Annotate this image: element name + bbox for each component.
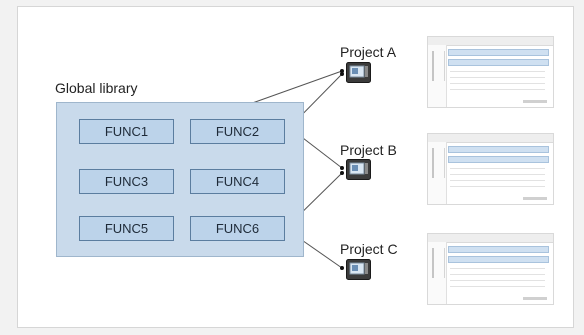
connector-dot-c	[340, 266, 344, 270]
connector-dot-a2	[340, 72, 344, 76]
hmi-device-icon	[346, 259, 371, 280]
func2-box[interactable]: FUNC2	[190, 119, 285, 144]
project-c-screenshot-thumbnail	[427, 233, 554, 305]
hmi-device-icon	[346, 62, 371, 83]
project-c-label: Project C	[340, 241, 398, 257]
hmi-device-icon	[346, 159, 371, 180]
connector-dot-a1	[340, 69, 344, 73]
project-b-screenshot-thumbnail	[427, 133, 554, 205]
global-library-title: Global library	[55, 80, 138, 96]
func1-box[interactable]: FUNC1	[79, 119, 174, 144]
func3-box[interactable]: FUNC3	[79, 169, 174, 194]
project-a-label: Project A	[340, 44, 397, 60]
func5-box[interactable]: FUNC5	[79, 216, 174, 241]
func6-box[interactable]: FUNC6	[190, 216, 285, 241]
project-a-screenshot-thumbnail	[427, 36, 554, 108]
connector-dot-b1	[340, 166, 344, 170]
project-b-label: Project B	[340, 142, 397, 158]
func4-box[interactable]: FUNC4	[190, 169, 285, 194]
connector-dot-b2	[340, 171, 344, 175]
